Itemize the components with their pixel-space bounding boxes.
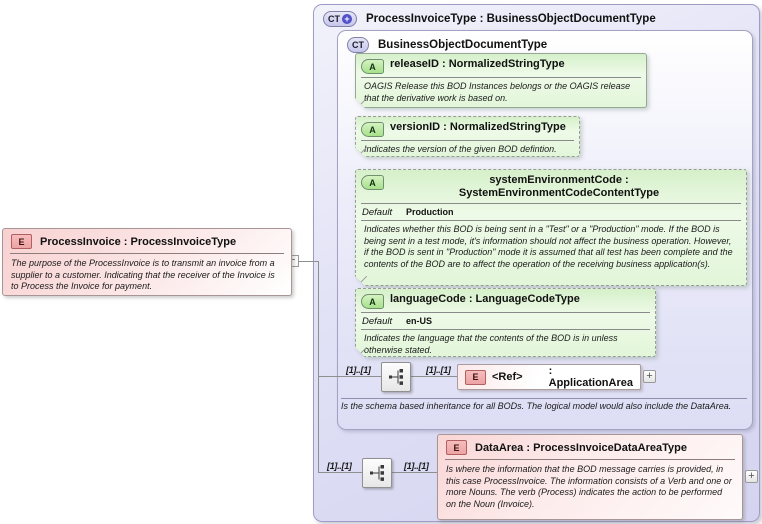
connector-line [318, 472, 362, 473]
separator [361, 77, 641, 78]
sequence-glyph [389, 369, 403, 385]
ref-element-name: <Ref> [492, 371, 523, 383]
attribute-title: languageCode : LanguageCodeType [390, 293, 580, 305]
cardinality-label: [1]..[1] [404, 461, 429, 471]
default-value: Production [406, 207, 454, 217]
attribute-annotation: OAGIS Release this BOD Instances belongs… [364, 81, 631, 103]
separator [10, 253, 284, 254]
element-header: E DataArea : ProcessInvoiceDataAreaType [438, 435, 742, 458]
complex-type-title: ProcessInvoiceType : BusinessObjectDocum… [366, 13, 656, 25]
element-title: DataArea : ProcessInvoiceDataAreaType [475, 441, 687, 454]
attribute-annotation: Indicates whether this BOD is being sent… [364, 224, 733, 269]
expand-button-applicationarea[interactable]: + [643, 370, 656, 383]
element-box-dataarea[interactable]: E DataArea : ProcessInvoiceDataAreaType … [437, 434, 743, 520]
attribute-annotation: Indicates the version of the given BOD d… [364, 144, 557, 154]
separator [361, 203, 741, 204]
cardinality-label: [1]..[1] [346, 365, 371, 375]
attribute-icon: A [361, 175, 384, 190]
complex-type-derived-icon: CT + [323, 11, 357, 27]
derived-plus-icon: + [342, 14, 352, 24]
attribute-box-languagecode[interactable]: A languageCode : LanguageCodeType Defaul… [355, 288, 656, 357]
ref-element-type: : ApplicationArea [548, 365, 633, 389]
sequence-glyph [370, 465, 384, 481]
attribute-icon: A [361, 59, 384, 74]
cardinality-label: [1]..[1] [327, 461, 352, 471]
base-type-title: BusinessObjectDocumentType [378, 39, 548, 51]
sequence-compositor-icon[interactable] [362, 458, 392, 488]
attribute-box-systemenvironmentcode[interactable]: A systemEnvironmentCode : SystemEnvironm… [355, 169, 747, 286]
separator [361, 329, 650, 330]
default-value: en-US [406, 316, 433, 326]
default-label: Default [362, 207, 393, 218]
base-type-annotation: Is the schema based inheritance for all … [341, 401, 732, 411]
element-box-processinvoice[interactable]: E ProcessInvoice : ProcessInvoiceType Th… [2, 228, 292, 296]
separator [445, 459, 735, 460]
attribute-icon: A [361, 122, 384, 137]
base-type-header[interactable]: CT BusinessObjectDocumentType [338, 31, 752, 59]
element-annotation: Is where the information that the BOD me… [446, 464, 732, 509]
expand-button-dataarea[interactable]: + [745, 470, 758, 483]
attribute-title: systemEnvironmentCode : SystemEnvironmen… [458, 174, 660, 199]
attribute-title: versionID : NormalizedStringType [390, 121, 566, 133]
attribute-box-releaseid[interactable]: A releaseID : NormalizedStringType OAGIS… [355, 53, 647, 108]
separator [361, 312, 650, 313]
sequence-compositor-icon[interactable] [381, 362, 411, 392]
complex-type-icon-label: CT [328, 14, 340, 24]
element-icon: E [11, 234, 32, 249]
separator [341, 398, 747, 399]
complex-type-icon-label: CT [352, 40, 364, 50]
separator [361, 140, 574, 141]
default-value-row: Default en-US [356, 314, 655, 328]
element-icon: E [446, 440, 467, 455]
default-label: Default [362, 316, 393, 327]
element-annotation: The purpose of the ProcessInvoice is to … [11, 258, 275, 291]
separator [361, 220, 741, 221]
complex-type-icon: CT [347, 37, 369, 53]
element-icon: E [465, 369, 486, 385]
element-header: E ProcessInvoice : ProcessInvoiceType [3, 229, 291, 252]
attribute-box-versionid[interactable]: A versionID : NormalizedStringType Indic… [355, 116, 580, 157]
connector-line [409, 376, 457, 377]
attribute-icon: A [361, 294, 384, 309]
connector-line [318, 376, 381, 377]
connector-line [318, 261, 319, 473]
cardinality-label: [1]..[1] [426, 365, 451, 375]
element-ref-box-applicationarea[interactable]: E <Ref> : ApplicationArea [457, 364, 641, 390]
connector-line [290, 261, 318, 262]
element-title: ProcessInvoice : ProcessInvoiceType [40, 235, 237, 248]
attribute-title: releaseID : NormalizedStringType [390, 58, 565, 70]
default-value-row: Default Production [356, 205, 746, 219]
complex-type-header[interactable]: CT + ProcessInvoiceType : BusinessObject… [314, 5, 759, 33]
attribute-annotation: Indicates the language that the contents… [364, 333, 618, 355]
connector-line [390, 472, 437, 473]
